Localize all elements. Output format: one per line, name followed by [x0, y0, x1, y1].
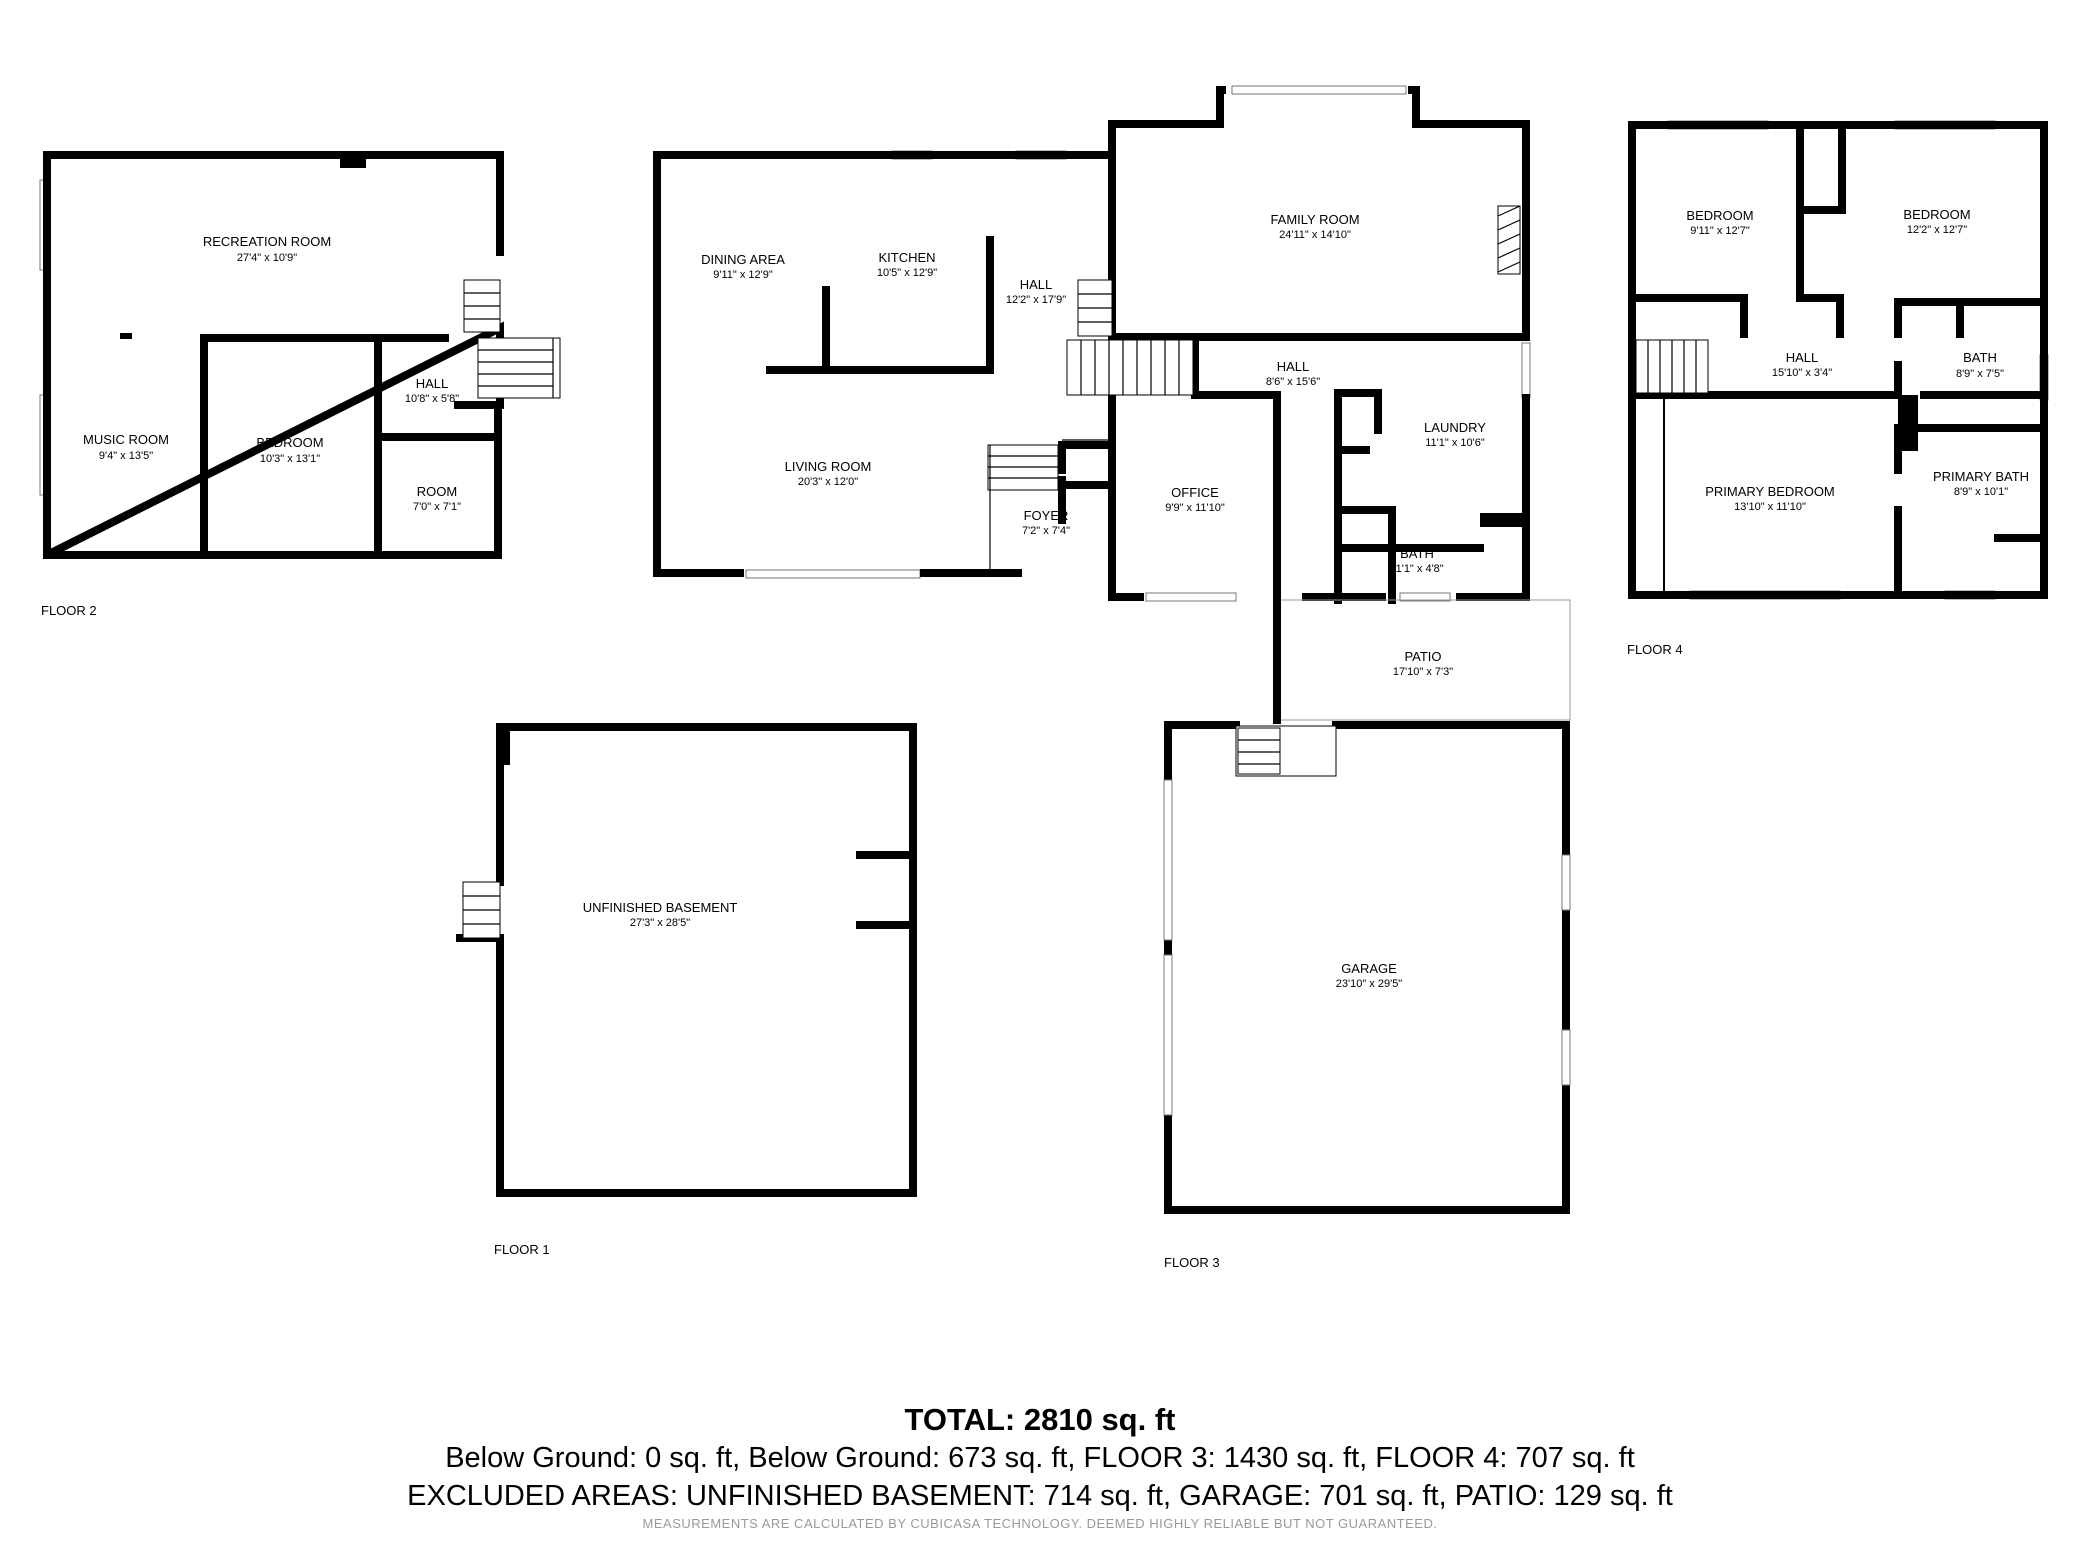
- wall-block: [1480, 513, 1524, 527]
- room-name-family-room: FAMILY ROOM: [1270, 212, 1359, 227]
- window: [1561, 1029, 1571, 1086]
- room-dim-room-f2: 7'0" x 7'1": [413, 501, 461, 513]
- room-dim-primary-bedroom: 13'10" x 11'10": [1734, 501, 1806, 513]
- window: [1561, 854, 1571, 911]
- window: [1145, 592, 1237, 602]
- room-name-dining-area: DINING AREA: [701, 252, 785, 267]
- room-name-hall-f2: HALL: [416, 376, 449, 391]
- room-name-primary-bath: PRIMARY BATH: [1933, 469, 2029, 484]
- room-dim-office: 9'9" x 11'10": [1165, 502, 1225, 514]
- room-name-kitchen: KITCHEN: [878, 250, 935, 265]
- room-name-garage: GARAGE: [1341, 961, 1397, 976]
- room-dim-laundry: 11'1" x 10'6": [1425, 437, 1485, 449]
- room-name-bedroom-f4-b: BEDROOM: [1903, 207, 1970, 222]
- stairs: [987, 279, 1194, 570]
- excluded-areas: EXCLUDED AREAS: UNFINISHED BASEMENT: 714…: [407, 1480, 1673, 1512]
- floor-label-2: FLOOR 2: [41, 603, 97, 618]
- wall: [1191, 333, 1204, 399]
- wall-block: [120, 333, 132, 339]
- room-dim-patio: 17'10" x 7'3": [1393, 666, 1453, 678]
- stairs: [1635, 339, 1709, 394]
- fireplace: [1497, 205, 1521, 275]
- room-name-hall-main: HALL: [1020, 277, 1053, 292]
- room-dim-unfinished-basement: 27'3" x 28'5": [630, 917, 690, 929]
- wall: [1408, 86, 1530, 340]
- floor-2-plan: RECREATION ROOM 27'4" x 10'9" MUSIC ROOM…: [39, 151, 561, 618]
- window: [1231, 85, 1407, 95]
- room-name-music-room: MUSIC ROOM: [83, 432, 169, 447]
- room-dim-recreation-room: 27'4" x 10'9": [237, 252, 297, 264]
- wall-block: [498, 725, 510, 765]
- room-dim-hall-f4: 15'10" x 3'4": [1772, 367, 1832, 379]
- room-name-hall-f4: HALL: [1786, 350, 1819, 365]
- room-dim-garage: 23'10" x 29'5": [1336, 978, 1403, 990]
- room-name-recreation-room: RECREATION ROOM: [203, 234, 331, 249]
- floor-area-breakdown: Below Ground: 0 sq. ft, Below Ground: 67…: [445, 1442, 1635, 1474]
- wall: [1628, 294, 1748, 338]
- room-name-living-room: LIVING ROOM: [785, 459, 872, 474]
- room-dim-living-room: 20'3" x 12'0": [798, 476, 858, 488]
- wall: [1108, 399, 1144, 601]
- wall: [1334, 389, 1396, 604]
- window: [1399, 592, 1451, 602]
- floor-label-1: FLOOR 1: [494, 1242, 550, 1257]
- stairs: [1235, 725, 1337, 777]
- room-name-primary-bedroom: PRIMARY BEDROOM: [1705, 484, 1835, 499]
- window: [1521, 342, 1531, 399]
- wall: [1058, 441, 1116, 524]
- wall: [43, 151, 504, 256]
- room-dim-hall-f3: 8'6" x 15'6": [1266, 376, 1320, 388]
- garage-door: [1163, 779, 1173, 941]
- garage-door: [1163, 954, 1173, 1116]
- room-dim-bath-f4: 8'9" x 7'5": [1956, 368, 2004, 380]
- wall: [1628, 121, 2048, 599]
- floor-label-4: FLOOR 4: [1627, 642, 1683, 657]
- room-name-laundry: LAUNDRY: [1424, 420, 1486, 435]
- room-name-unfinished-basement: UNFINISHED BASEMENT: [583, 900, 738, 915]
- floor-1-plan: UNFINISHED BASEMENT 27'3" x 28'5" FLOOR …: [456, 723, 917, 1257]
- stairs: [463, 279, 561, 399]
- room-name-bath-f4: BATH: [1963, 350, 1997, 365]
- room-dim-bedroom-f4-b: 12'2" x 12'7": [1907, 224, 1967, 236]
- room-dim-hall-f2: 10'8" x 5'8": [405, 393, 459, 405]
- room-dim-foyer: 7'2" x 7'4": [1022, 525, 1070, 537]
- room-name-bedroom-f4-a: BEDROOM: [1686, 208, 1753, 223]
- room-dim-primary-bath: 8'9" x 10'1": [1954, 486, 2008, 498]
- room-dim-music-room: 9'4" x 13'5": [99, 450, 153, 462]
- room-dim-hall-main: 12'2" x 17'9": [1006, 294, 1066, 306]
- wall: [496, 723, 917, 1197]
- chimney: [1898, 395, 1918, 451]
- wall: [1796, 121, 1846, 214]
- floor-plan: RECREATION ROOM 27'4" x 10'9" MUSIC ROOM…: [39, 85, 2049, 1270]
- stairs: [462, 881, 501, 939]
- room-name-foyer: FOYER: [1024, 508, 1069, 523]
- wall: [653, 151, 744, 577]
- wall: [200, 334, 382, 559]
- room-dim-bedroom-f4-a: 9'11" x 12'7": [1690, 225, 1750, 237]
- floor-4-plan: BEDROOM 9'11" x 12'7" BEDROOM 12'2" x 12…: [1627, 120, 2049, 657]
- room-name-room-f2: ROOM: [417, 484, 457, 499]
- room-name-bath-f3: BATH: [1400, 546, 1434, 561]
- room-name-bedroom-f2: BEDROOM: [256, 435, 323, 450]
- room-dim-kitchen: 10'5" x 12'9": [877, 267, 937, 279]
- floor-3-plan: DINING AREA 9'11" x 12'9" KITCHEN 10'5" …: [653, 85, 1571, 1270]
- wall: [856, 851, 914, 929]
- wall: [653, 86, 1226, 159]
- room-name-patio: PATIO: [1404, 649, 1441, 664]
- wall-block: [340, 158, 366, 168]
- room-dim-dining-area: 9'11" x 12'9": [713, 269, 773, 281]
- room-name-office: OFFICE: [1171, 485, 1219, 500]
- room-name-hall-f3: HALL: [1277, 359, 1310, 374]
- disclaimer: MEASUREMENTS ARE CALCULATED BY CUBICASA …: [642, 1516, 1438, 1531]
- wall: [1796, 121, 1844, 338]
- room-dim-family-room: 24'11" x 14'10": [1279, 229, 1351, 241]
- window: [745, 569, 921, 579]
- room-dim-bedroom-f2: 10'3" x 13'1": [260, 453, 320, 465]
- floor-label-3: FLOOR 3: [1164, 1255, 1220, 1270]
- total-area: TOTAL: 2810 sq. ft: [904, 1402, 1176, 1437]
- room-dim-bath-f3: 11'1" x 4'8": [1390, 563, 1443, 575]
